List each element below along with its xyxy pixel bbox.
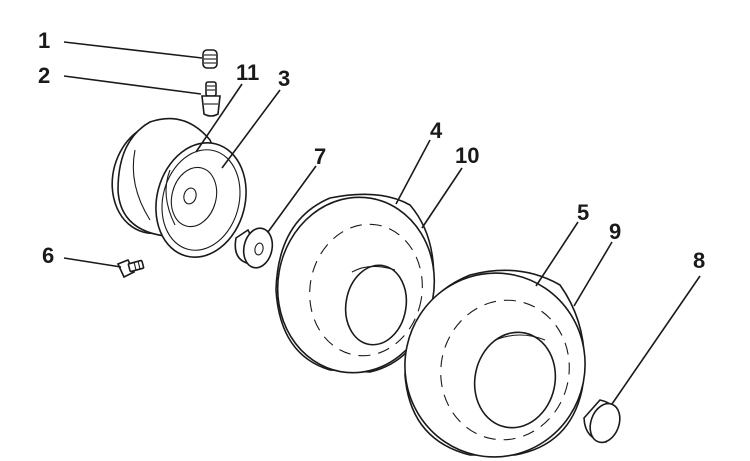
callout-9: 9: [609, 219, 621, 244]
bolt: [116, 258, 145, 279]
flanged-bushing: [234, 227, 274, 269]
callout-7: 7: [314, 144, 326, 169]
leader-5: [535, 221, 579, 287]
callout-6: 6: [42, 243, 54, 268]
leader-1: [63, 41, 203, 59]
leader-6: [63, 257, 122, 268]
callout-10: 10: [455, 143, 479, 168]
wheel-rim: [111, 117, 247, 258]
leader-7: [267, 165, 317, 233]
leader-lines: [63, 41, 701, 405]
callouts: 1 2 3 4 5 6 7 8 9 10 11: [38, 28, 705, 273]
callout-11: 11: [236, 60, 259, 85]
callout-2: 2: [38, 63, 50, 88]
leader-8: [611, 275, 701, 405]
callout-5: 5: [577, 200, 589, 225]
leader-4: [395, 139, 431, 205]
leader-11: [195, 83, 243, 153]
callout-4: 4: [430, 118, 443, 143]
leader-9: [573, 241, 613, 307]
hub-cap: [583, 399, 621, 444]
leader-2: [63, 75, 202, 95]
leader-3: [221, 89, 281, 169]
rear-tire: [404, 269, 586, 458]
callout-1: 1: [38, 28, 50, 53]
valve-stem: [201, 81, 221, 117]
leader-10: [421, 167, 463, 229]
callout-3: 3: [278, 66, 290, 91]
valve-cap: [202, 49, 218, 69]
callout-8: 8: [693, 248, 705, 273]
